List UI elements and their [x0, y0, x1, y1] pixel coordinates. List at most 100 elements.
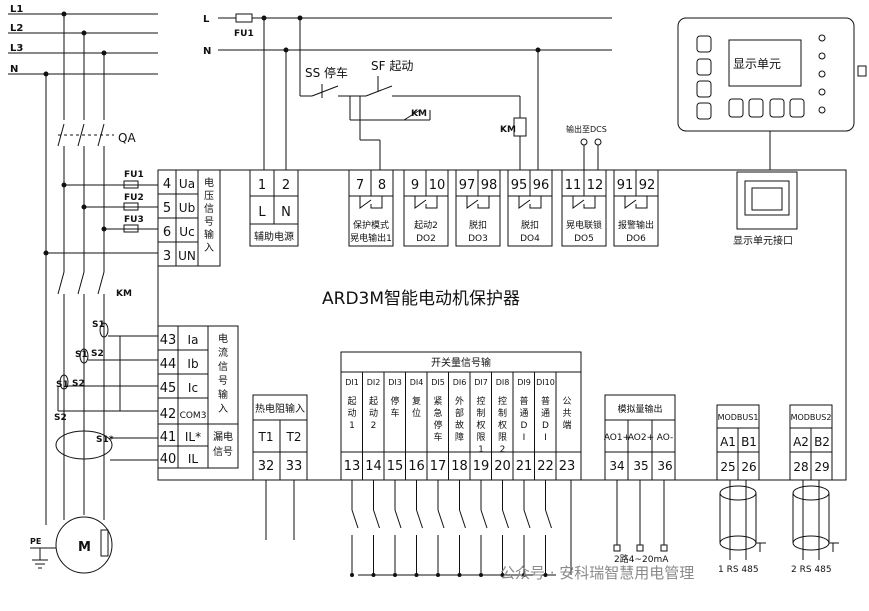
di-switch	[373, 509, 380, 529]
relay-terminal-number: 91	[617, 178, 634, 193]
thermistor-title: 热电阻输入	[255, 402, 305, 415]
relay-terminal-number: 9	[411, 178, 419, 193]
label-fuse-3: FU3	[124, 215, 144, 225]
label-ct-c-s2: S2	[54, 413, 67, 423]
di-channel-label: 车	[390, 407, 399, 419]
aux-block-label: 辅助电源	[254, 230, 294, 243]
di-channel-label: 故	[455, 419, 464, 431]
voltage-terminal-number: 6	[163, 225, 171, 240]
thermistor-name: T1	[258, 430, 274, 444]
di-channel-id: DI6	[453, 378, 467, 387]
di-terminal-number: 14	[365, 459, 382, 474]
di-channel-label: 起	[347, 396, 356, 407]
di-channel-label: 制	[498, 407, 507, 419]
di-switch	[523, 509, 531, 529]
modbus2-name: A2	[793, 435, 809, 449]
voltage-block-label: 入	[204, 243, 214, 254]
relay-output-label: 晃电联锁	[566, 219, 602, 231]
di-channel-label: 紧	[433, 396, 442, 407]
di-block-title: 开关量信号输	[431, 356, 491, 369]
di-junction	[500, 573, 505, 577]
di-channel-id: DI4	[410, 378, 424, 387]
di-junction	[522, 573, 526, 577]
di-channel-label: 停	[433, 419, 442, 431]
di-switch	[502, 509, 509, 529]
voltage-terminal-name: UN	[178, 249, 196, 263]
voltage-terminal-name: Uc	[179, 225, 194, 239]
relay-terminal-number: 96	[533, 178, 550, 193]
label-pe: PE	[30, 537, 41, 546]
device-title: ARD3M智能电动机保护器	[322, 289, 520, 309]
di-terminal-number: 23	[559, 459, 576, 474]
relay-contact-symbol	[414, 196, 438, 209]
relay-contact-symbol	[572, 196, 596, 209]
modbus1-name: B1	[741, 435, 757, 449]
relay-terminal-number: 98	[481, 178, 498, 193]
aux-terminal-number: 2	[282, 178, 290, 193]
thermistor-terminal-number: 32	[258, 459, 275, 474]
display-unit-outline	[677, 17, 855, 132]
current-block-label: 电	[218, 332, 228, 345]
analog-name: AO2+	[628, 433, 654, 443]
di-channel-label: 权	[498, 419, 507, 431]
thermistor-block: 热电阻输入 T1 T2 32 33	[255, 402, 305, 474]
label-l2: L2	[10, 23, 23, 34]
label-fuse-1: FU1	[124, 170, 144, 180]
relay-output-label: 保护模式	[353, 219, 389, 231]
label-ct-b-s1: S1	[75, 350, 88, 360]
display-port-label: 显示单元接口	[733, 234, 793, 247]
leak-label: 信号	[213, 446, 233, 458]
analog-terminal-pad	[660, 544, 668, 552]
di-switch	[459, 509, 466, 529]
modbus1-name: A1	[720, 435, 736, 449]
di-terminal-number: 16	[408, 459, 425, 474]
current-terminal-number: 45	[160, 381, 177, 396]
di-switch	[480, 509, 488, 529]
label-aux-fuse: FU1	[234, 29, 254, 39]
aux-terminal-number: 1	[258, 178, 266, 193]
label-output-dcs: 输出至DCS	[566, 124, 607, 134]
voltage-terminal-number: 4	[163, 177, 171, 192]
voltage-block-label: 电	[204, 176, 214, 189]
label-motor: M	[78, 540, 91, 555]
di-channel-label: 普	[541, 395, 550, 407]
current-block-label: 号	[218, 375, 228, 387]
di-junction	[479, 573, 483, 577]
relay-output-code: DO6	[626, 234, 646, 244]
di-channel-label: 控	[498, 395, 507, 407]
current-terminal-name: IL*	[185, 430, 201, 444]
di-junction	[414, 573, 419, 577]
di-channel-label: 停	[390, 395, 399, 407]
relay-output-label: 报警输出	[618, 219, 654, 231]
modbus1-terminal-number: 25	[720, 460, 735, 474]
di-channel-label: 普	[519, 395, 528, 407]
current-terminal-name: COM3	[180, 411, 207, 421]
di-channel-label: 公	[562, 396, 571, 407]
relay-terminal-number: 7	[356, 178, 364, 193]
label-aux-l: L	[203, 14, 210, 25]
analog-terminal-number: 34	[609, 459, 624, 473]
di-channel-label: 动	[369, 408, 378, 419]
di-junction	[393, 573, 397, 577]
label-km-aux: KM	[411, 109, 427, 119]
label-start-button: SF 起动	[371, 59, 413, 73]
thermistor-terminal-number: 33	[286, 459, 303, 474]
di-channel-id: DI9	[517, 378, 531, 387]
voltage-block-label: 号	[204, 216, 214, 228]
relay-terminal-number: 10	[429, 178, 446, 193]
di-channel-label: 权	[476, 419, 485, 431]
watermark: 公众号 · 安科瑞智慧用电管理	[500, 564, 694, 582]
di-channel-label: 端	[562, 419, 571, 431]
voltage-block-label: 压	[204, 190, 214, 202]
di-channel-label: 限	[498, 432, 507, 443]
analog-footer: 2路4~20mA	[614, 553, 669, 565]
di-channel-label: 位	[412, 407, 421, 419]
digital-input-block: 开关量信号输DI1起动113DI2起动214DI3停车15DI4复位16DI5紧…	[344, 356, 576, 577]
di-channel-label: 控	[476, 395, 485, 407]
thermistor-name: T2	[286, 430, 302, 444]
di-junction	[436, 573, 440, 577]
di-channel-id: DI2	[367, 378, 381, 387]
modbus1-title: MODBUS1	[718, 413, 759, 422]
di-channel-label: 2	[371, 421, 377, 431]
